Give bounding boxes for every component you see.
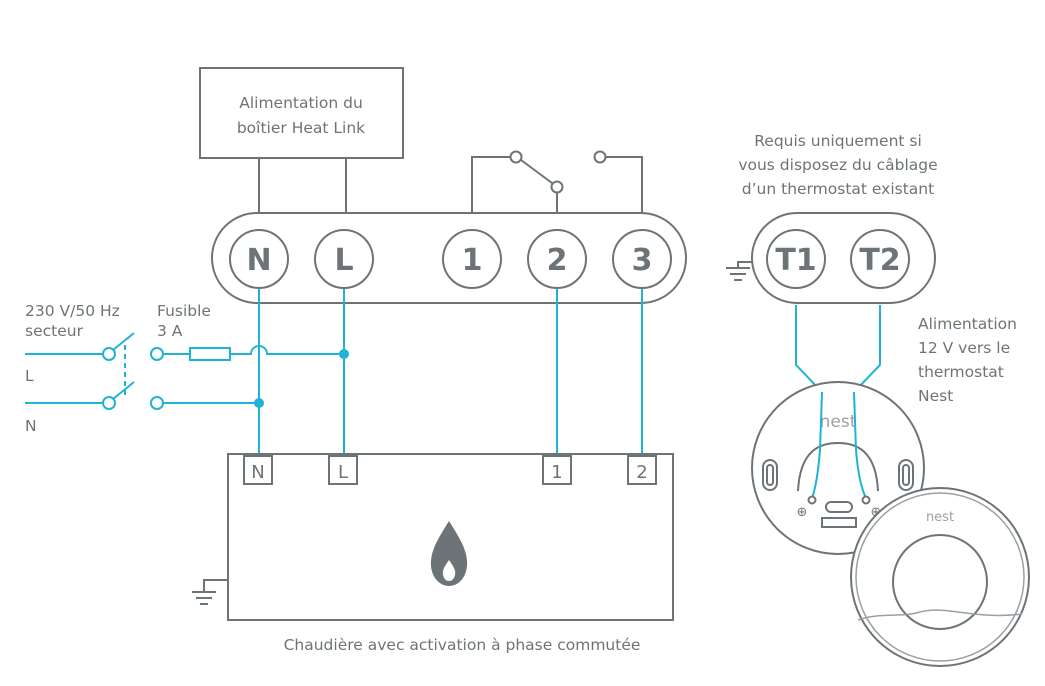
flame-icon <box>430 521 468 586</box>
mains-line-2: secteur <box>25 322 84 340</box>
nest-base-logo: nest <box>820 412 857 432</box>
nest-power-line-2: 12 V vers le <box>918 339 1010 357</box>
relay-switch <box>471 150 643 215</box>
boiler: N L 1 2 <box>227 453 674 621</box>
mains-label: 230 V/50 Hz secteur L N <box>25 302 120 435</box>
nest-thermostat-logo: nest <box>926 510 954 525</box>
boiler-terminal-2-label: 2 <box>636 462 647 483</box>
note-line-1: Requis uniquement si <box>754 132 922 150</box>
note-line-2: vous disposez du câblage <box>738 156 937 174</box>
boiler-caption: Chaudière avec activation à phase commut… <box>284 636 641 654</box>
boiler-terminal-n-label: N <box>251 462 264 483</box>
junction-dot-n <box>254 398 264 408</box>
terminal-l-label: L <box>334 243 353 278</box>
ground-icon-thermostat <box>726 261 752 281</box>
terminal-t2-label: T2 <box>859 243 900 278</box>
thermostat-note: Requis uniquement si vous disposez du câ… <box>738 132 937 198</box>
mains-line-1: 230 V/50 Hz <box>25 302 120 320</box>
terminal-3: 3 <box>612 229 672 289</box>
heat-link-power-label-1: Alimentation du <box>239 94 363 112</box>
boiler-terminal-n: N <box>243 455 273 485</box>
fuse-line-1: Fusible <box>157 302 211 320</box>
boiler-terminal-l: L <box>328 455 358 485</box>
nest-power-line-1: Alimentation <box>918 315 1017 333</box>
mains-l-label: L <box>25 367 34 385</box>
fuse-label: Fusible 3 A <box>157 302 211 340</box>
nest-power-line-3: thermostat <box>918 363 1004 381</box>
boiler-terminal-l-label: L <box>338 462 348 483</box>
terminal-2: 2 <box>527 229 587 289</box>
boiler-terminal-1: 1 <box>542 455 572 485</box>
heat-link-power-box: Alimentation du boîtier Heat Link <box>199 67 404 215</box>
svg-text:⊕: ⊕ <box>871 505 882 520</box>
terminal-n-label: N <box>246 243 271 278</box>
heat-link-power-label-2: boîtier Heat Link <box>237 119 365 137</box>
main-terminal-block: N L 1 2 3 <box>211 212 687 304</box>
terminal-n: N <box>229 229 289 289</box>
svg-text:⊕: ⊕ <box>797 505 808 520</box>
mains-n-label: N <box>25 417 37 435</box>
nest-power-line-4: Nest <box>918 387 953 405</box>
terminal-t2: T2 <box>850 229 910 289</box>
ground-icon-boiler <box>192 579 228 605</box>
mains-wiring <box>25 289 643 456</box>
nest-power-label: Alimentation 12 V vers le thermostat Nes… <box>918 315 1017 405</box>
nest-power-wires <box>795 305 881 393</box>
nest-thermostat: nest <box>850 487 1030 667</box>
note-line-3: d’un thermostat existant <box>742 180 934 198</box>
fuse-icon <box>189 347 231 361</box>
thermostat-terminal-block: T1 T2 <box>751 212 936 304</box>
terminal-t1-label: T1 <box>775 243 816 278</box>
terminal-1: 1 <box>442 229 502 289</box>
terminal-l: L <box>314 229 374 289</box>
fuse-line-2: 3 A <box>157 322 183 340</box>
terminal-2-label: 2 <box>547 243 568 278</box>
terminal-1-label: 1 <box>462 243 483 278</box>
terminal-t1: T1 <box>766 229 826 289</box>
junction-dot-l <box>339 349 349 359</box>
boiler-terminal-1-label: 1 <box>551 462 562 483</box>
boiler-terminal-2: 2 <box>627 455 657 485</box>
terminal-3-label: 3 <box>632 243 653 278</box>
